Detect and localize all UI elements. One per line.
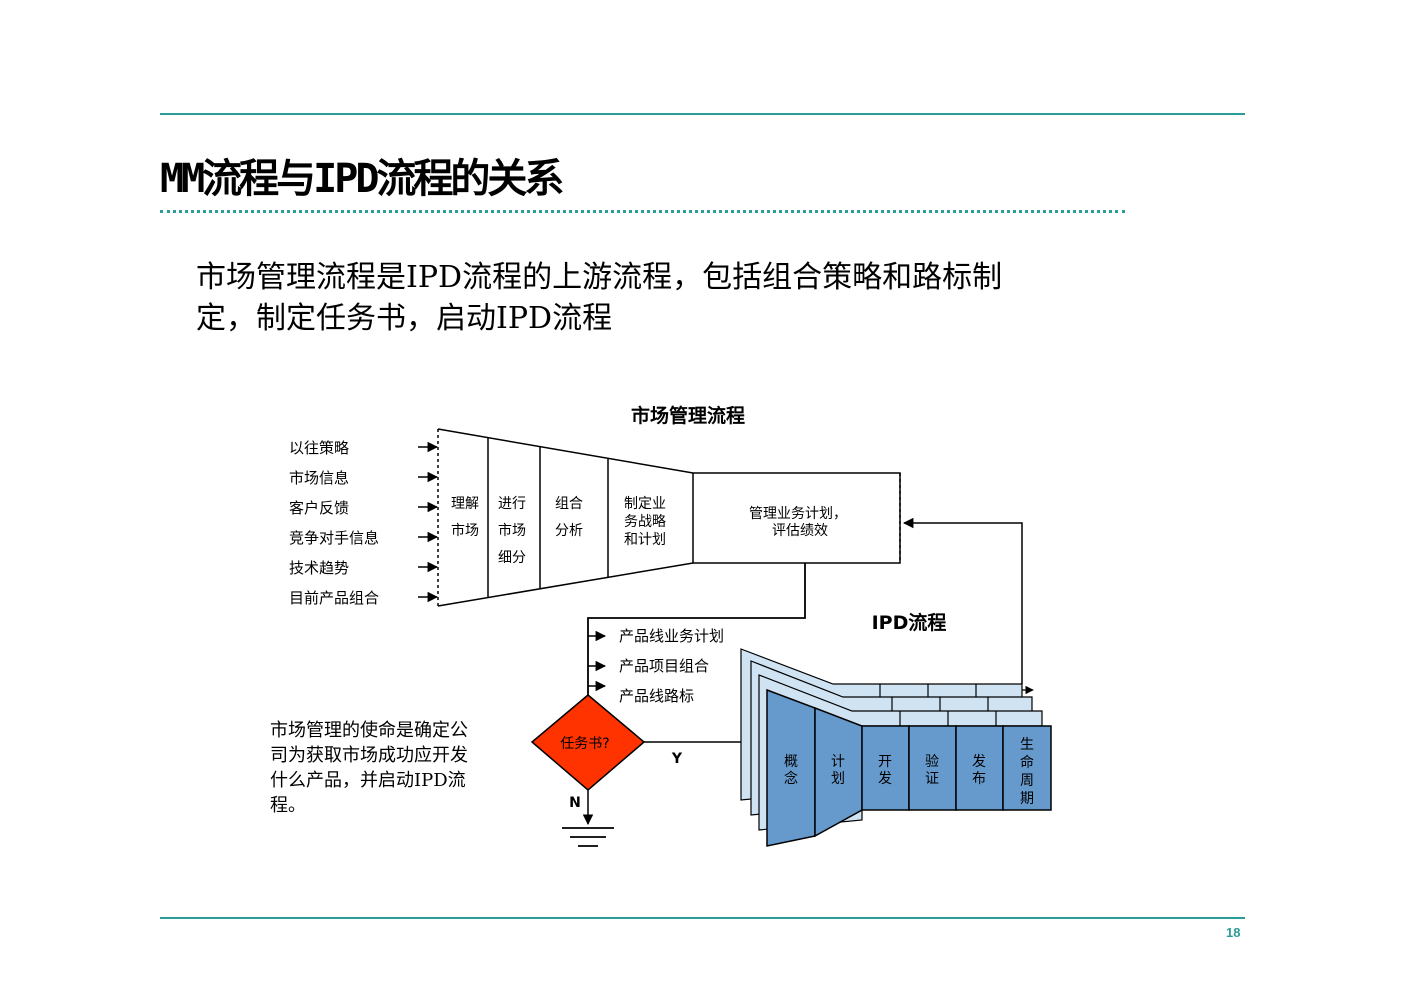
lifecycle-label: 期 (1020, 791, 1034, 807)
mission-text: 市场管理的使命是确定公 司为获取市场成功应开发 什么产品，并启动IPD流 程。 (270, 718, 505, 818)
ipd-phase-label: 布 (972, 771, 986, 787)
decision-yes-label: Y (671, 751, 683, 767)
lifecycle-label: 命 (1020, 754, 1034, 771)
lifecycle-label: 周 (1020, 773, 1034, 789)
output-item: 产品线业务计划 (619, 627, 724, 645)
ipd-phase-labels: 概 念 计 划 开 发 验 证 发 布 生 命 周 期 (784, 737, 1034, 807)
input-item: 竞争对手信息 (289, 529, 379, 547)
mission-line: 司为获取市场成功应开发 (270, 745, 468, 766)
ipd-phase-label: 开 (878, 754, 892, 770)
top-rule (160, 113, 1245, 115)
lifecycle-label: 生 (1020, 737, 1034, 753)
decision-no-label: N (569, 795, 581, 811)
intro-text: 市场管理流程是IPD流程的上游流程，包括组合策略和路标制 定，制定任务书，启动I… (196, 257, 1096, 339)
intro-line-2: 定，制定任务书，启动IPD流程 (196, 301, 613, 336)
ipd-phase-label: 念 (784, 770, 798, 787)
output-list: 产品线业务计划 产品项目组合 产品线路标 (619, 627, 724, 705)
mission-line: 程。 (270, 795, 306, 816)
mm-step-label: 进行 (498, 496, 526, 512)
mm-step-label: 市场 (498, 522, 526, 539)
mission-line: 什么产品，并启动IPD流 (270, 770, 466, 791)
manage-box-label: 管理业务计划， (749, 506, 847, 522)
input-item: 目前产品组合 (289, 589, 379, 607)
mm-step-label: 细分 (498, 550, 526, 566)
page-number: 18 (1226, 925, 1241, 940)
ipd-front (766, 688, 1052, 847)
mm-step-label: 务战略 (624, 514, 666, 530)
ipd-process-title: IPD流程 (872, 611, 947, 634)
intro-line-1: 市场管理流程是IPD流程的上游流程，包括组合策略和路标制 (196, 260, 1003, 295)
mm-process-title: 市场管理流程 (631, 404, 745, 427)
bottom-rule (160, 917, 1245, 919)
flow-connectors (562, 517, 1034, 847)
mm-step-label: 分析 (555, 523, 583, 539)
input-item: 以往策略 (289, 439, 349, 457)
mm-step-label: 理解 (451, 496, 479, 512)
input-item: 市场信息 (289, 469, 349, 487)
mm-step-label: 组合 (555, 496, 583, 512)
input-item: 客户反馈 (289, 499, 349, 517)
ipd-phase-label: 证 (925, 771, 939, 787)
title-dotted-rule (160, 210, 1125, 213)
mm-steps: 理解 市场 进行 市场 细分 组合 分析 制定业 务战略 和计划 管理业务计划，… (451, 496, 847, 566)
ipd-phase-label: 发 (972, 754, 986, 770)
ipd-phase-label: 划 (831, 771, 845, 787)
manage-box-label: 评估绩效 (772, 523, 828, 539)
mission-line: 市场管理的使命是确定公 (270, 720, 468, 741)
ipd-phase-label: 验 (925, 754, 939, 770)
mm-funnel (437, 428, 901, 607)
decision-diamond (530, 694, 646, 791)
mm-step-label: 和计划 (624, 532, 666, 548)
input-item: 技术趋势 (289, 559, 349, 577)
output-item: 产品线路标 (619, 687, 694, 705)
input-arrows (418, 441, 439, 603)
ipd-phase-label: 发 (878, 771, 892, 787)
decision-label: 任务书? (560, 736, 609, 752)
mm-step-label: 市场 (451, 522, 479, 539)
ipd-phase-label: 概 (784, 754, 798, 770)
input-list: 以往策略 市场信息 客户反馈 竞争对手信息 技术趋势 目前产品组合 (289, 439, 379, 607)
mm-step-label: 制定业 (624, 496, 666, 512)
ipd-phase-label: 计 (831, 754, 845, 770)
slide-title: MM流程与IPD流程的关系 (160, 156, 564, 202)
output-item: 产品项目组合 (619, 657, 709, 675)
